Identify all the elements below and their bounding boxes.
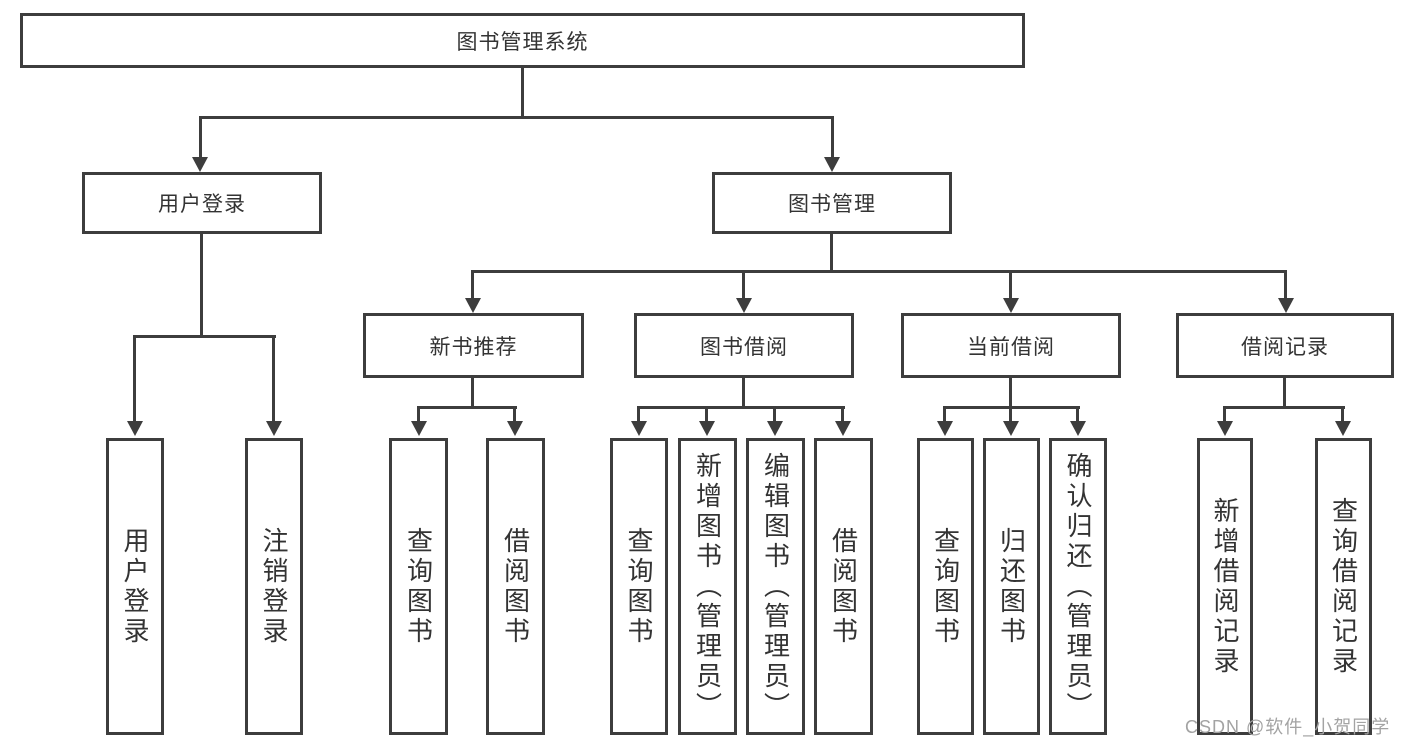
node-current-borrow: 当前借阅 (901, 313, 1121, 378)
leaf-add-borrow-record: 新增借阅记录 (1197, 438, 1253, 735)
connector-line (830, 234, 833, 272)
connector-line (773, 406, 776, 423)
arrowhead-icon (192, 157, 208, 172)
connector-line (134, 335, 276, 338)
connector-line (637, 406, 640, 423)
connector-line (1009, 406, 1012, 423)
connector-line (521, 68, 524, 118)
leaf-confirm-return-admin: 确认归还（管理员） (1049, 438, 1107, 735)
connector-line (742, 378, 745, 408)
connector-line (1283, 378, 1286, 408)
arrowhead-icon (767, 421, 783, 436)
arrowhead-icon (465, 298, 481, 313)
arrowhead-icon (127, 421, 143, 436)
connector-line (831, 116, 834, 160)
leaf-user-login: 用户登录 (106, 438, 164, 735)
arrowhead-icon (1003, 421, 1019, 436)
node-book-borrow: 图书借阅 (634, 313, 854, 378)
arrowhead-icon (835, 421, 851, 436)
arrowhead-icon (1003, 298, 1019, 313)
arrowhead-icon (824, 157, 840, 172)
node-new-books: 新书推荐 (363, 313, 584, 378)
connector-line (945, 406, 1080, 409)
connector-line (1009, 270, 1012, 300)
connector-line (473, 270, 1287, 273)
leaf-query-borrow-record: 查询借阅记录 (1315, 438, 1372, 735)
node-book-management: 图书管理 (712, 172, 952, 234)
leaf-query-books-newbooks: 查询图书 (389, 438, 448, 735)
arrowhead-icon (266, 421, 282, 436)
node-borrow-records: 借阅记录 (1176, 313, 1394, 378)
connector-line (199, 116, 833, 119)
leaf-borrow-books-borrow: 借阅图书 (814, 438, 873, 735)
connector-line (133, 335, 136, 423)
connector-line (1341, 406, 1344, 423)
node-user-login: 用户登录 (82, 172, 322, 234)
connector-line (471, 270, 474, 300)
connector-line (841, 406, 844, 423)
leaf-edit-books-admin: 编辑图书（管理员） (746, 438, 805, 735)
connector-line (742, 270, 745, 300)
arrowhead-icon (1070, 421, 1086, 436)
connector-line (272, 335, 275, 423)
connector-line (417, 406, 420, 423)
arrowhead-icon (411, 421, 427, 436)
arrowhead-icon (507, 421, 523, 436)
connector-line (1076, 406, 1079, 423)
connector-line (1009, 378, 1012, 408)
connector-line (1284, 270, 1287, 300)
connector-line (705, 406, 708, 423)
leaf-query-books-borrow: 查询图书 (610, 438, 668, 735)
arrowhead-icon (1278, 298, 1294, 313)
arrowhead-icon (1335, 421, 1351, 436)
connector-line (1223, 406, 1226, 423)
leaf-query-books-current: 查询图书 (917, 438, 974, 735)
leaf-add-books-admin: 新增图书（管理员） (678, 438, 737, 735)
leaf-borrow-books-newbooks: 借阅图书 (486, 438, 545, 735)
connector-line (513, 406, 516, 423)
node-root: 图书管理系统 (20, 13, 1025, 68)
leaf-logout: 注销登录 (245, 438, 303, 735)
arrowhead-icon (631, 421, 647, 436)
connector-line (639, 406, 845, 409)
connector-line (943, 406, 946, 423)
arrowhead-icon (1217, 421, 1233, 436)
connector-line (471, 378, 474, 408)
arrowhead-icon (736, 298, 752, 313)
csdn-watermark: CSDN @软件_小贺同学 (1185, 717, 1391, 737)
arrowhead-icon (937, 421, 953, 436)
arrowhead-icon (699, 421, 715, 436)
leaf-return-books: 归还图书 (983, 438, 1040, 735)
connector-line (1225, 406, 1345, 409)
connector-line (199, 116, 202, 160)
connector-line (417, 406, 517, 409)
connector-line (200, 234, 203, 336)
